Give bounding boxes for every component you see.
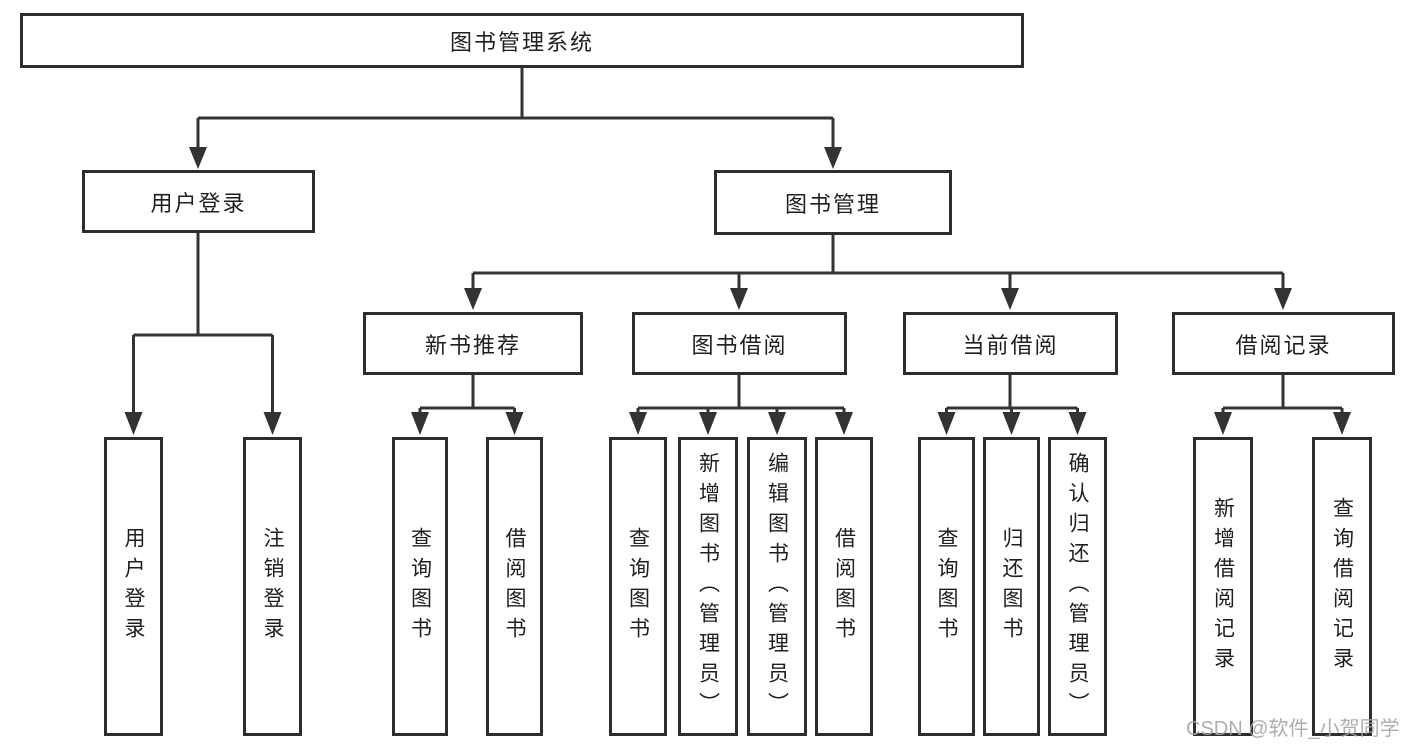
node-add-books-admin: 新增图书（管理员） xyxy=(678,437,738,736)
node-label: 借阅记录 xyxy=(1235,332,1332,358)
node-current-borrowing: 当前借阅 xyxy=(903,312,1118,375)
node-edit-books-admin: 编辑图书（管理员） xyxy=(747,437,807,736)
node-book-management-module: 图书管理 xyxy=(714,170,952,235)
node-label: 用户登录 xyxy=(150,190,247,216)
node-label: 查询借阅记录 xyxy=(1330,496,1354,677)
node-return-books: 归还图书 xyxy=(983,437,1040,736)
node-label: 图书管理 xyxy=(784,191,881,217)
node-label: 新增借阅记录 xyxy=(1211,496,1235,677)
node-label: 借阅图书 xyxy=(832,526,856,647)
node-label: 查询图书 xyxy=(935,526,958,647)
connector-new-book-recommendation-to-leaves xyxy=(411,375,524,435)
node-user-login-module: 用户登录 xyxy=(82,170,315,233)
node-label: 查询图书 xyxy=(408,526,432,647)
node-label: 新增图书（管理员） xyxy=(696,451,720,722)
node-label: 注销登录 xyxy=(261,526,284,647)
connector-user-login-to-leaves xyxy=(124,233,282,435)
node-borrowing-records: 借阅记录 xyxy=(1172,312,1395,375)
node-label: 编辑图书（管理员） xyxy=(765,451,789,722)
node-confirm-return-admin: 确认归还（管理员） xyxy=(1048,437,1107,736)
node-library-management-system: 图书管理系统 xyxy=(20,13,1024,68)
node-query-books-current: 查询图书 xyxy=(918,437,975,736)
node-label: 查询图书 xyxy=(626,526,650,647)
node-label: 确认归还（管理员） xyxy=(1066,451,1089,722)
connector-book-management-to-level3 xyxy=(464,235,1292,310)
node-new-book-recommendation: 新书推荐 xyxy=(363,312,583,375)
node-label: 图书借阅 xyxy=(691,332,788,358)
connector-book-borrowing-to-leaves xyxy=(629,375,853,435)
node-user-login: 用户登录 xyxy=(104,437,163,736)
connector-borrowing-records-to-leaves xyxy=(1214,375,1351,435)
node-label: 新书推荐 xyxy=(424,332,521,358)
node-query-borrow-record: 查询借阅记录 xyxy=(1312,437,1372,736)
node-label: 当前借阅 xyxy=(962,332,1059,358)
node-add-borrow-record: 新增借阅记录 xyxy=(1193,437,1253,736)
node-label: 借阅图书 xyxy=(503,526,526,647)
node-logout: 注销登录 xyxy=(243,437,302,736)
node-book-borrowing: 图书借阅 xyxy=(632,312,847,375)
node-label: 图书管理系统 xyxy=(449,29,594,55)
csdn-watermark: CSDN @软件_小贺同学 xyxy=(1186,718,1400,740)
node-borrow-books-recommend: 借阅图书 xyxy=(486,437,543,736)
node-query-books-borrowing: 查询图书 xyxy=(609,437,667,736)
node-label: 用户登录 xyxy=(122,526,145,647)
node-query-books-recommend: 查询图书 xyxy=(392,437,448,736)
connector-root-to-level2 xyxy=(189,68,842,169)
connector-current-borrowing-to-leaves xyxy=(937,375,1087,435)
node-label: 归还图书 xyxy=(1000,526,1023,647)
node-borrow-books: 借阅图书 xyxy=(815,437,873,736)
